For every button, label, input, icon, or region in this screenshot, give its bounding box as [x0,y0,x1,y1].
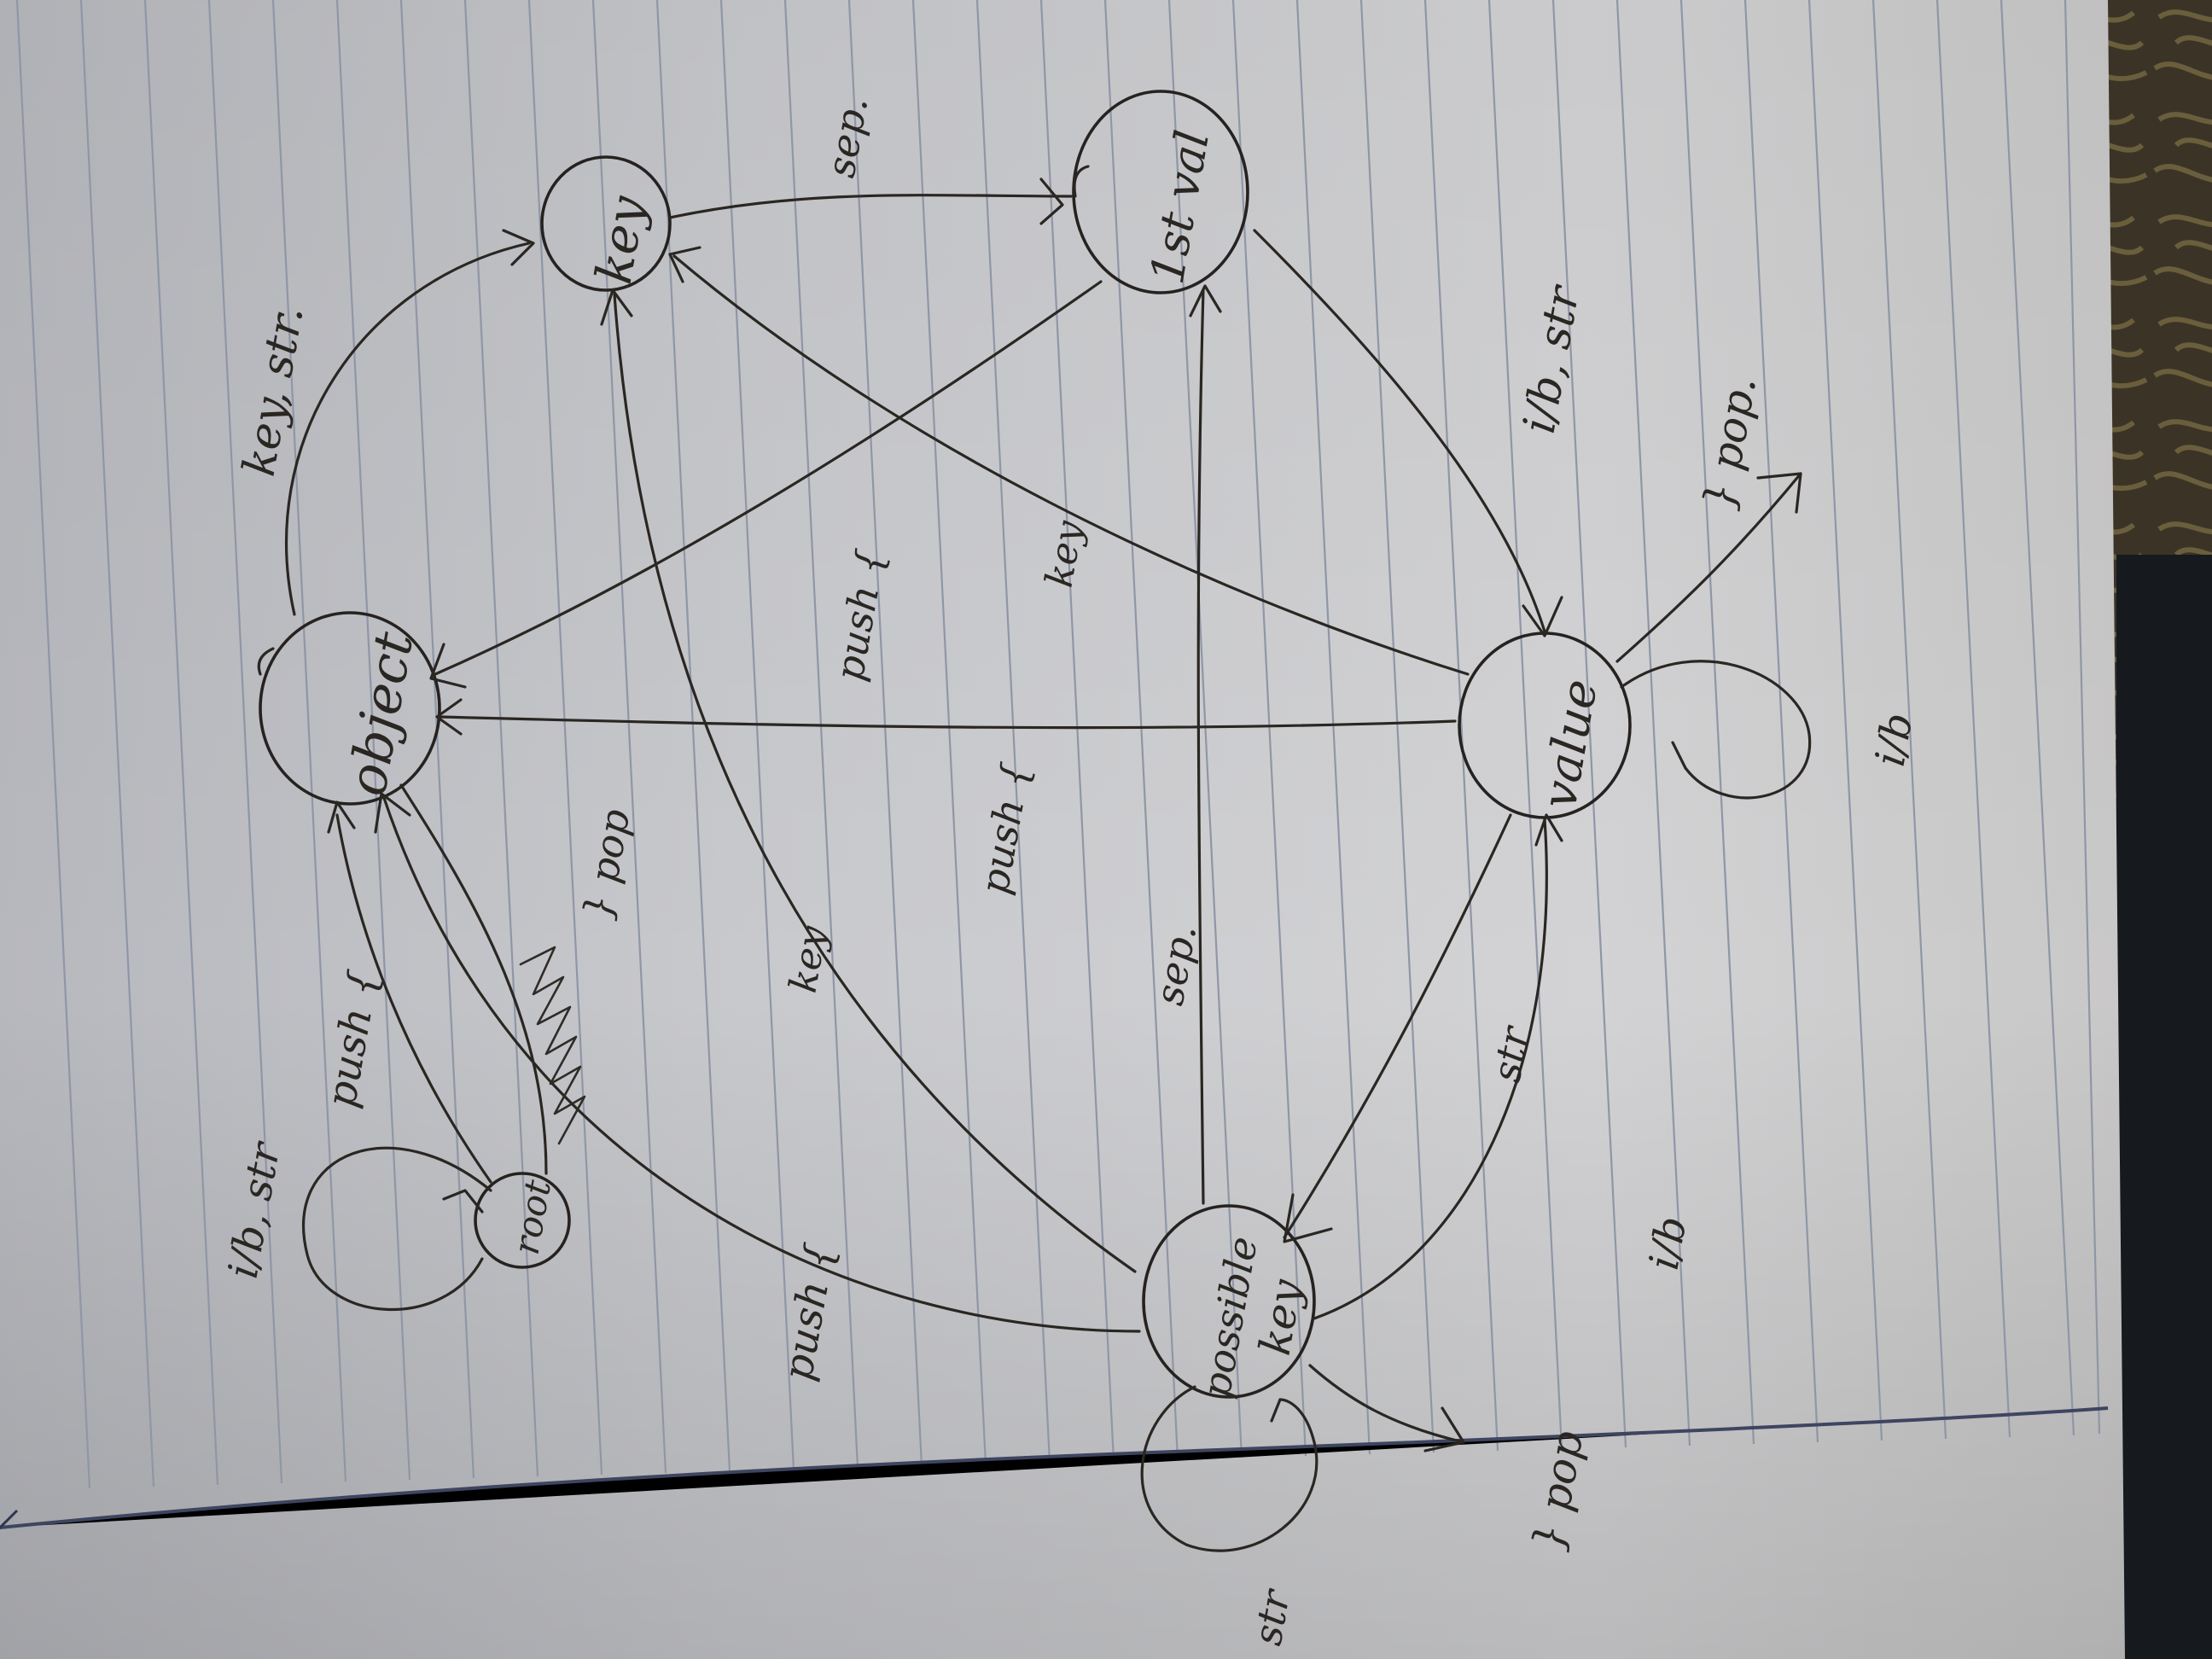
edge-key-1stval [668,178,1073,225]
label-possible-value: i/b [1640,1213,1697,1273]
label-value-self: i/b [1866,709,1923,770]
label-possible-self: str [1244,1584,1300,1648]
edge-object-key [285,229,535,616]
dark-background [2116,555,2212,1659]
edge-possible-1stval [1189,284,1222,1205]
edge-value-self [1620,660,1812,800]
label-value-possible: str [1483,1021,1539,1085]
edge-possible-pop [1308,1364,1465,1452]
edge-object-root [399,783,548,1175]
edge-possible-object [374,792,1141,1333]
ruled-lines [15,0,2101,1489]
edge-1stval-value [1253,229,1563,637]
edge-possible-self [1140,1385,1318,1552]
edge-root-self [302,1146,492,1311]
edge-value-possible [1283,813,1512,1243]
edge-value-object [435,698,1457,736]
scribble [519,946,586,1145]
margin-line [0,1406,2109,1529]
edge-value-pop [1615,472,1802,663]
edge-1stval-object [429,280,1103,689]
edge-root-object [327,800,492,1184]
edge-value-key [668,246,1470,676]
edge-possible-key [600,288,1137,1273]
edge-possible-value [1313,813,1563,1320]
